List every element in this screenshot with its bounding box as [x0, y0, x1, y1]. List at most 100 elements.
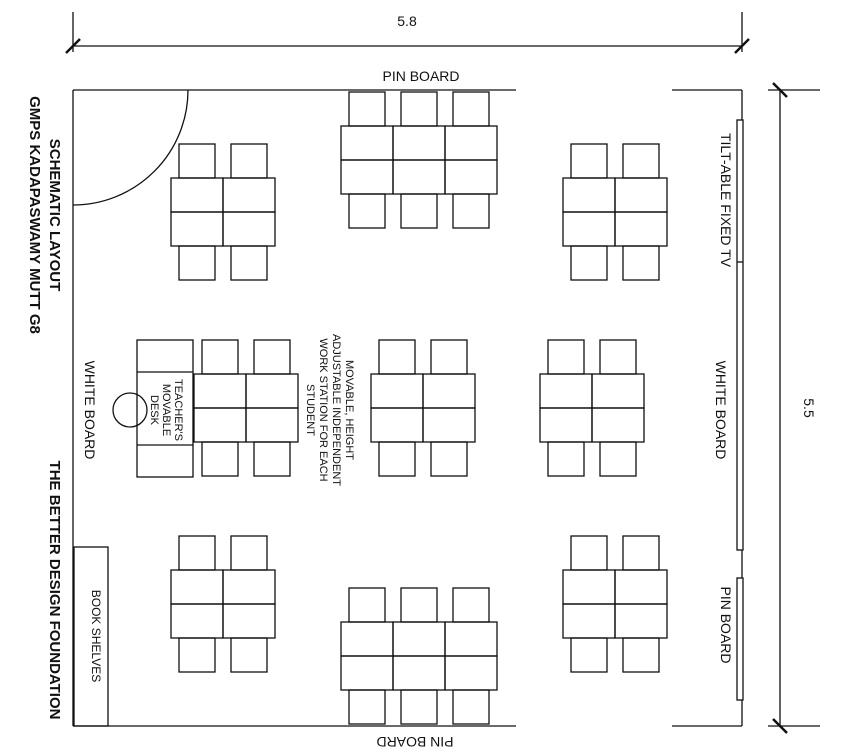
student-desk [444, 125, 498, 161]
student-desk [193, 407, 247, 443]
student-desk [562, 177, 616, 213]
door-swing [72, 89, 189, 206]
white-board-left-label: WHITE BOARD [82, 361, 98, 460]
student-desk [222, 211, 276, 247]
student-chair [452, 193, 490, 229]
student-desk [392, 655, 446, 691]
teacher-desk-label-line: TEACHER'S [172, 379, 184, 441]
student-desk [170, 603, 224, 639]
teacher-desk-label: TEACHER'S MOVABLE DESK [148, 379, 184, 441]
student-station-label: MOVABLE, HEIGHT ADJUSTABLE INDEPENDENT W… [304, 334, 355, 486]
student-station-label-line: MOVABLE, HEIGHT [343, 360, 355, 460]
student-desk [370, 373, 424, 409]
student-desk [444, 655, 498, 691]
student-chair [230, 535, 268, 571]
student-chair [570, 637, 608, 673]
student-desk [562, 603, 616, 639]
pin-board-bottom-label: PIN BOARD [376, 734, 453, 750]
student-desk [591, 407, 645, 443]
student-desk [539, 373, 593, 409]
student-chair [452, 91, 490, 127]
student-chair [230, 245, 268, 281]
student-chair [230, 143, 268, 179]
student-chair [452, 689, 490, 725]
student-chair [570, 245, 608, 281]
student-desk [222, 569, 276, 605]
student-desk [614, 211, 668, 247]
student-desk [222, 603, 276, 639]
student-chair [348, 587, 386, 623]
depth-dimension-label: 5.5 [801, 398, 817, 418]
teacher-desk-label-line: MOVABLE [160, 384, 172, 436]
student-chair [253, 339, 291, 375]
student-desk [444, 621, 498, 657]
student-chair [570, 535, 608, 571]
student-desk-clusters [170, 91, 668, 725]
pin-board-right-label: PIN BOARD [718, 586, 734, 663]
student-chair [201, 441, 239, 477]
student-desk [370, 407, 424, 443]
student-desk [170, 569, 224, 605]
student-chair [400, 689, 438, 725]
student-desk [392, 125, 446, 161]
student-chair [400, 91, 438, 127]
student-desk [392, 159, 446, 195]
student-chair [378, 339, 416, 375]
student-desk [562, 211, 616, 247]
student-chair [201, 339, 239, 375]
teacher-desk [136, 339, 194, 478]
student-desk [340, 125, 394, 161]
student-chair [430, 339, 468, 375]
student-desk [614, 177, 668, 213]
student-chair [178, 637, 216, 673]
student-desk [444, 159, 498, 195]
title-line-2: GMPS KADAPASWAMY MUTT G8 [26, 96, 43, 334]
student-desk [245, 407, 299, 443]
student-desk [614, 569, 668, 605]
student-desk [340, 655, 394, 691]
student-chair [230, 637, 268, 673]
student-desk [170, 177, 224, 213]
student-chair [178, 143, 216, 179]
student-chair [599, 339, 637, 375]
book-shelves [73, 546, 109, 727]
student-chair [622, 535, 660, 571]
student-desk [614, 603, 668, 639]
student-desk [539, 407, 593, 443]
student-chair [178, 245, 216, 281]
student-desk [245, 373, 299, 409]
student-chair [178, 535, 216, 571]
student-desk [392, 621, 446, 657]
wall-fixture-pinboard [736, 577, 744, 701]
student-chair [622, 245, 660, 281]
student-desk [422, 407, 476, 443]
student-chair [348, 193, 386, 229]
student-chair [570, 143, 608, 179]
width-dimension-label: 5.8 [397, 13, 417, 29]
book-shelves-label: BOOK SHELVES [89, 590, 103, 682]
student-chair [430, 441, 468, 477]
student-chair [547, 441, 585, 477]
student-station-label-line: WORK STATION FOR EACH [317, 338, 329, 481]
student-chair [622, 637, 660, 673]
student-desk [170, 211, 224, 247]
student-chair [400, 587, 438, 623]
student-station-label-line: STUDENT [304, 384, 316, 436]
student-chair [599, 441, 637, 477]
wall-fixture-tv-whiteboard [736, 119, 744, 551]
teacher-desk-label-line: DESK [148, 395, 160, 426]
student-chair [400, 193, 438, 229]
pin-board-top-label: PIN BOARD [382, 68, 459, 84]
student-chair [348, 91, 386, 127]
student-chair [452, 587, 490, 623]
student-chair [253, 441, 291, 477]
student-desk [591, 373, 645, 409]
white-board-right-label: WHITE BOARD [713, 361, 729, 460]
title-line-1: SCHEMATIC LAYOUT [46, 139, 63, 292]
student-desk [193, 373, 247, 409]
student-desk [562, 569, 616, 605]
student-chair [622, 143, 660, 179]
tv-label: TILT-ABLE FIXED TV [718, 133, 734, 268]
